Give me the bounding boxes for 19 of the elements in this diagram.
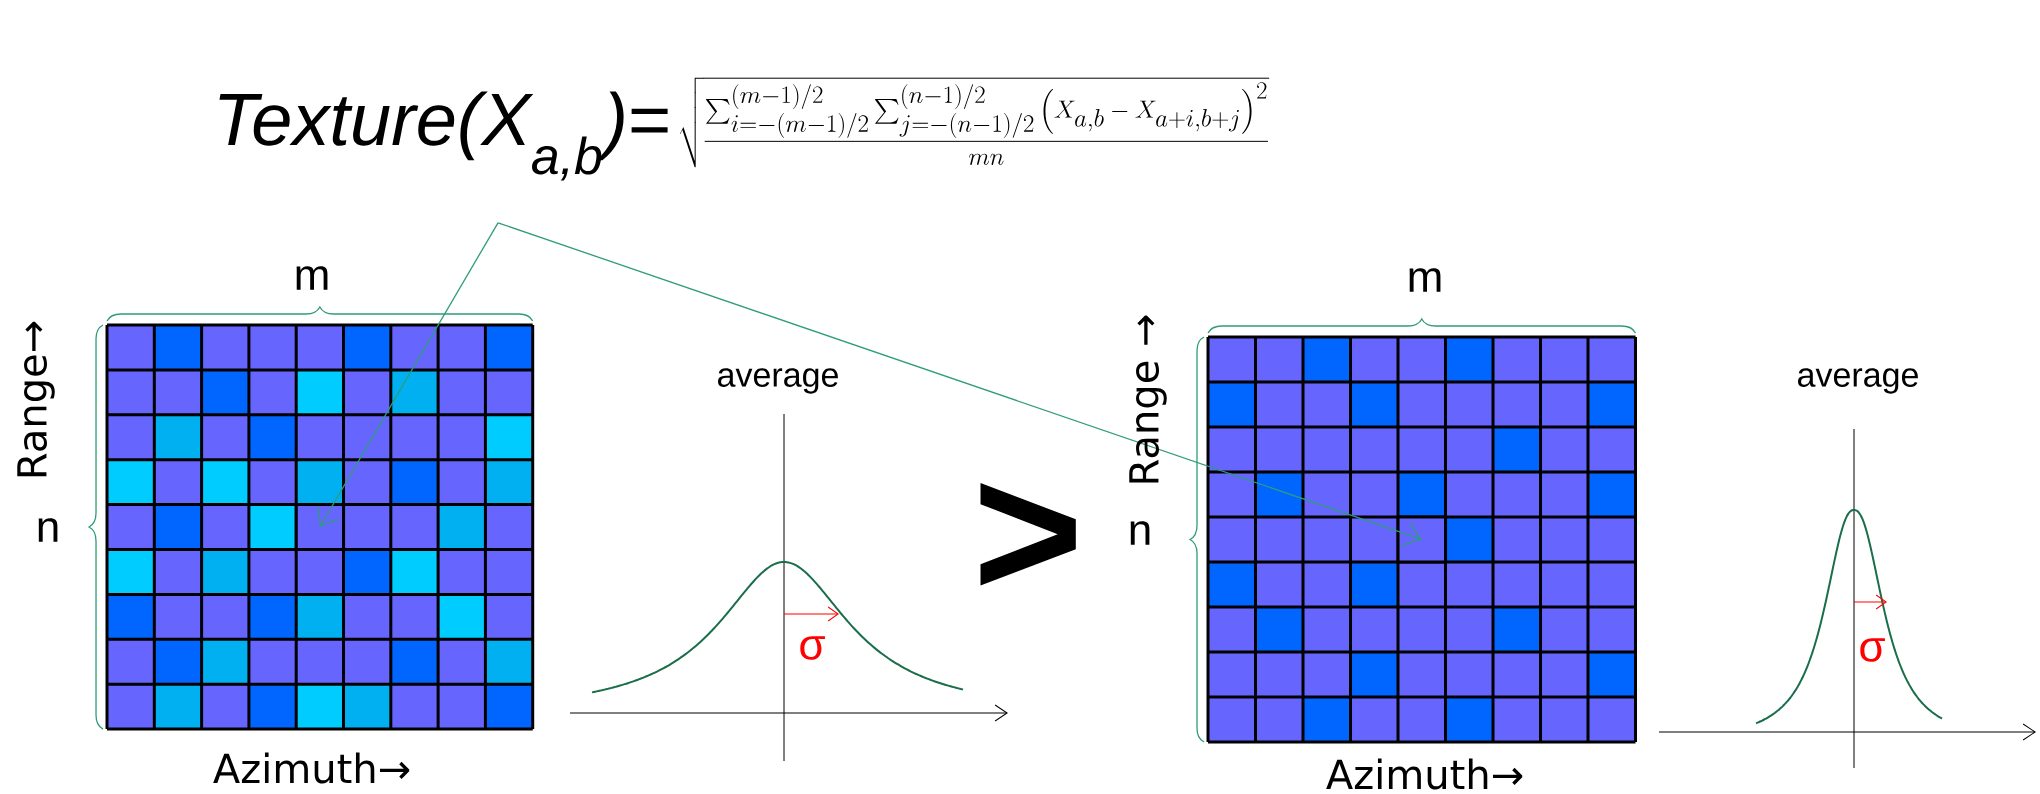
axis-label: Azimuth→ bbox=[213, 752, 410, 784]
formula: $\sqrt{\dfrac{\textstyle\sum_{i=-(m-1)/2}^{(m-1)/2}\sum_{j=-(n-1)/2}^{(n-1)/2}\left(X_{a,b}-X_{a+i,b+j}\right)^2}{mn}}$ bbox=[679, 77, 1270, 168]
grid-cell bbox=[294, 503, 346, 551]
leader-line bbox=[317, 222, 499, 527]
formula: $\textit{Texture(X}_{\textit{a,b}}\textit{)}\textrm{=}$ bbox=[219, 91, 668, 181]
axis-label: m bbox=[296, 266, 328, 290]
axis-label: Range→ bbox=[17, 321, 55, 477]
axis-label: Azimuth→ bbox=[1326, 758, 1523, 790]
comparison-sign: > bbox=[980, 483, 1076, 586]
axis-label: n bbox=[1130, 521, 1150, 545]
sigma-label: σ bbox=[800, 636, 825, 660]
axis-label: m bbox=[1409, 268, 1441, 292]
grid-cell bbox=[1396, 515, 1448, 564]
sigma-label: σ bbox=[1860, 638, 1885, 662]
axis-label: Range → bbox=[1129, 315, 1167, 483]
axis-label: n bbox=[38, 518, 58, 542]
leader-line bbox=[497, 222, 1422, 546]
axis-label: average bbox=[718, 368, 838, 394]
axis-label: average bbox=[1798, 368, 1918, 394]
